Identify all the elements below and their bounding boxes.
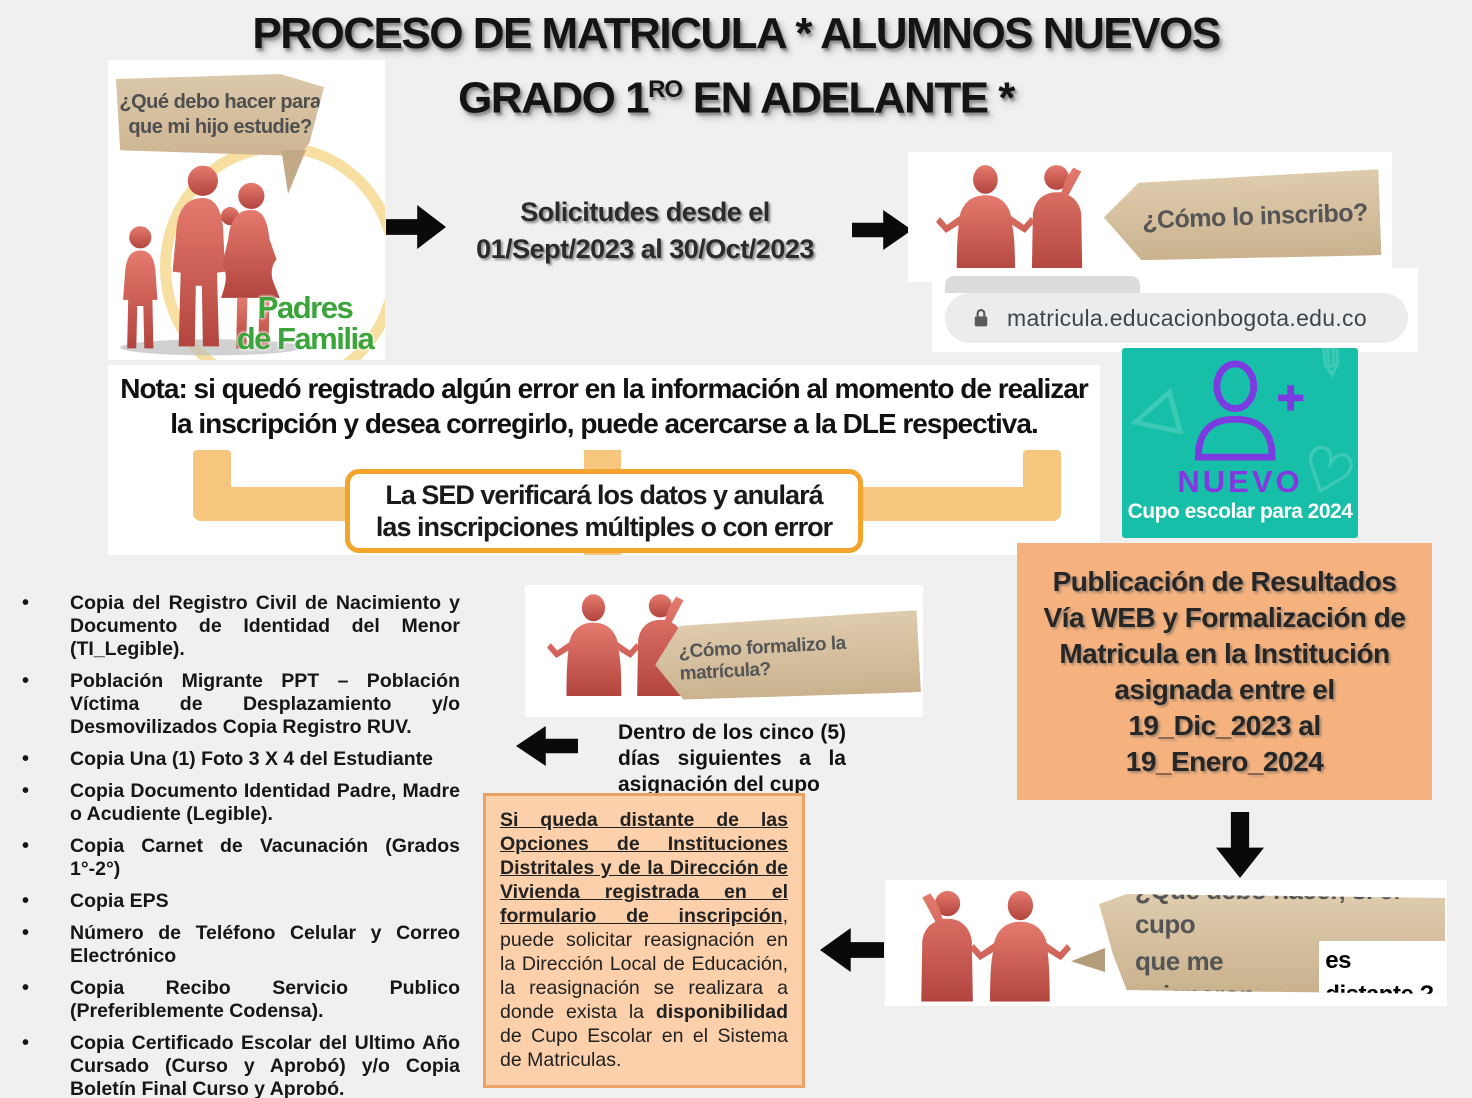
padres-bubble-line2: que mi hijo estudie? bbox=[128, 116, 312, 138]
list-item: Copia Carnet de Vacunación (Grados 1°-2°… bbox=[14, 835, 460, 881]
url-bar[interactable]: matricula.educacionbogota.edu.co bbox=[945, 293, 1408, 343]
nota-text: Nota: si quedó registrado algún error en… bbox=[120, 373, 1089, 439]
page-title-line2: GRADO 1RO EN ADELANTE * bbox=[458, 73, 1015, 123]
padres-speech-bubble: ¿Qué debo hacer para que mi hijo estudie… bbox=[116, 74, 324, 156]
arrow-down-icon bbox=[1216, 812, 1264, 878]
list-item: Copia Una (1) Foto 3 X 4 del Estudiante bbox=[14, 748, 460, 771]
padres-caption: Padres de Familia bbox=[236, 290, 375, 356]
formalizo-deadline-text: Dentro de los cinco (5) días siguientes … bbox=[618, 721, 846, 796]
nota-card: Nota: si quedó registrado algún error en… bbox=[108, 365, 1100, 555]
arrow-left-icon bbox=[820, 928, 884, 972]
publicacion-resultados-box: Publicación de Resultados Vía WEB y Form… bbox=[1017, 543, 1432, 800]
list-item: Copia Recibo Servicio Publico (Preferibl… bbox=[14, 977, 460, 1023]
requisitos-list: Copia del Registro Civil de Nacimiento y… bbox=[14, 592, 460, 1098]
page-title: PROCESO DE MATRICULA * ALUMNOS NUEVOS GR… bbox=[0, 6, 1472, 127]
padres-card: ¿Qué debo hacer para que mi hijo estudie… bbox=[108, 60, 385, 360]
questioning-figures-icon bbox=[899, 888, 1071, 1002]
grade-superscript: RO bbox=[648, 76, 683, 103]
list-item: Copia EPS bbox=[14, 890, 460, 913]
reasignacion-underlined-text: Si queda distante de las Opciones de Ins… bbox=[500, 809, 788, 927]
arrow-right-icon bbox=[852, 210, 912, 250]
list-item: Población Migrante PPT – Población Vícti… bbox=[14, 670, 460, 739]
lock-icon bbox=[974, 309, 988, 327]
cupo-distante-speech-bubble: ¿Qué debo hacer, si el cupo que me asign… bbox=[1099, 894, 1445, 994]
list-item: Copia Certificado Escolar del Ultimo Año… bbox=[14, 1032, 460, 1098]
doodle-pencil-icon: ✎ bbox=[1299, 348, 1358, 391]
nuevo-label: NUEVO bbox=[1177, 464, 1303, 499]
browser-tab-stub bbox=[945, 276, 1140, 293]
solicitudes-dates: Solicitudes desde el 01/Sept/2023 al 30/… bbox=[476, 197, 814, 264]
reasignacion-box: Si queda distante de las Opciones de Ins… bbox=[483, 793, 805, 1088]
formalizo-card: ¿Cómo formalizo la matrícula? bbox=[525, 585, 923, 717]
padres-bubble-line1: ¿Qué debo hacer para bbox=[119, 91, 321, 113]
nuevo-cupo-card: ◁ ♡ ✎ NUEVO Cupo escolar para 2024 bbox=[1122, 348, 1358, 538]
cupo-distante-card: ¿Qué debo hacer, si el cupo que me asign… bbox=[885, 880, 1447, 1006]
person-add-icon bbox=[1194, 360, 1304, 461]
list-item: Copia del Registro Civil de Nacimiento y… bbox=[14, 592, 460, 661]
speech-bubble-tail bbox=[1071, 948, 1105, 972]
sed-verification-box: La SED verificará los datos y anulará la… bbox=[345, 469, 863, 553]
es-distante-highlight: es distante ? bbox=[1319, 941, 1445, 994]
inscribo-speech-bubble: ¿Cómo lo inscribo? bbox=[1103, 169, 1382, 265]
list-item: Copia Documento Identidad Padre, Madre o… bbox=[14, 780, 460, 826]
inscribo-card: ¿Cómo lo inscribo? bbox=[908, 152, 1392, 282]
page-title-line1: PROCESO DE MATRICULA * ALUMNOS NUEVOS bbox=[252, 9, 1221, 58]
doodle-triangle-icon: ◁ bbox=[1122, 374, 1184, 451]
arrow-left-icon bbox=[516, 726, 578, 766]
questioning-figures-icon bbox=[936, 162, 1104, 274]
url-text[interactable]: matricula.educacionbogota.edu.co bbox=[1007, 304, 1367, 331]
nuevo-caption: Cupo escolar para 2024 bbox=[1127, 500, 1353, 523]
list-item: Número de Teléfono Celular y Correo Elec… bbox=[14, 922, 460, 968]
